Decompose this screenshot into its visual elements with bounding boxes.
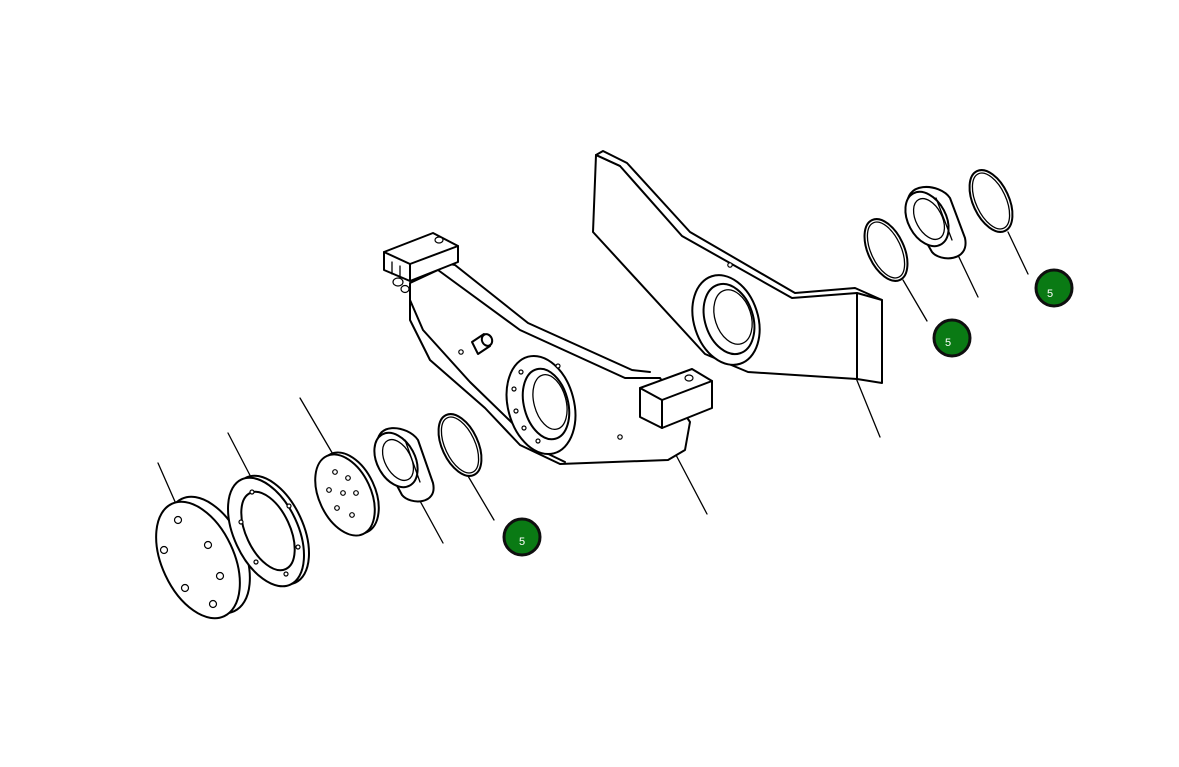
swing-arm	[383, 232, 713, 465]
leader-retainer-ring	[227, 432, 255, 484]
oring-left	[437, 413, 483, 477]
leader-back-plate	[855, 377, 881, 438]
end-cover	[155, 495, 251, 620]
callout-badge-label: 5	[519, 536, 525, 548]
swing-arm-left-block	[383, 232, 459, 282]
back-plate	[592, 150, 883, 384]
bushing-left	[373, 427, 435, 503]
callout-badge[interactable]: 5	[932, 318, 972, 358]
leader-swing-arm	[675, 454, 708, 515]
callout-badge-circle	[502, 517, 542, 557]
leader-bolt-plate	[299, 397, 335, 457]
leader-oring-right-front	[902, 279, 928, 322]
leader-oring-left	[467, 475, 495, 521]
callout-badge-label: 5	[945, 337, 951, 349]
bushing-right	[904, 186, 967, 260]
leader-oring-right-back	[1007, 231, 1029, 275]
callout-badge-label: 5	[1047, 288, 1053, 300]
callout-badge[interactable]: 5	[1034, 268, 1074, 308]
back-plate-bore-inner	[702, 282, 756, 356]
oring-right-back	[968, 169, 1014, 233]
callout-badge-circle	[1034, 268, 1074, 308]
callout-badge[interactable]: 5	[502, 517, 542, 557]
leader-bushing-right	[956, 252, 979, 298]
callout-badge-circle	[932, 318, 972, 358]
swing-arm-right-block	[639, 368, 713, 429]
retainer-ring	[227, 474, 310, 588]
oring-right-front	[863, 218, 909, 282]
bolt-plate	[314, 451, 380, 537]
